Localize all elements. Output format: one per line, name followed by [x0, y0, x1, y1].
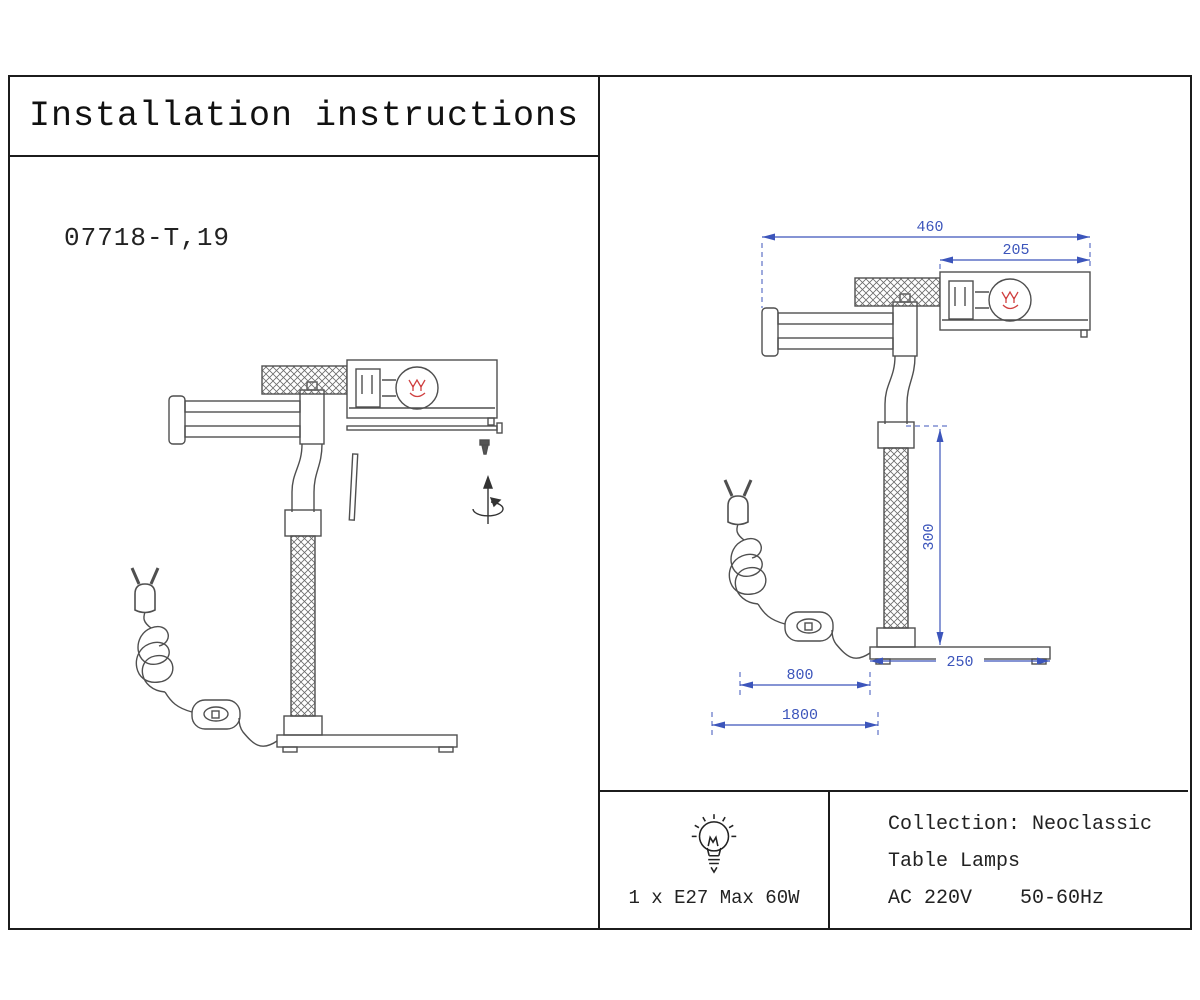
- dimensions-layer: 460 205 300 250: [711, 219, 1091, 739]
- rod-end-cap: [496, 422, 503, 434]
- spec-text-cell: Collection: Neoclassic Table Lamps AC 22…: [830, 792, 1188, 928]
- lamp-illustration: [723, 270, 1092, 666]
- dimension-label: 1800: [782, 707, 818, 724]
- threaded-rod: [348, 453, 359, 521]
- rotation-arrow-icon: [472, 474, 504, 524]
- dimension-cord-total: 1800: [711, 707, 879, 739]
- lamp-drawing-dimensioned: 460 205 300 250: [711, 219, 1092, 739]
- model-number: 07718-T,19: [64, 223, 231, 253]
- light-bulb-icon: [691, 814, 737, 874]
- dimension-label: 250: [946, 654, 973, 671]
- dimension-label: 460: [916, 219, 943, 236]
- screw-icon: [479, 439, 490, 455]
- dimension-label: 800: [786, 667, 813, 684]
- title-box: Installation instructions: [10, 77, 598, 157]
- dimension-column-height: 300: [906, 425, 947, 645]
- lamp-drawing-exploded: [130, 358, 504, 754]
- dimension-label: 205: [1002, 242, 1029, 259]
- page-title: Installation instructions: [28, 96, 580, 136]
- lamp-illustration: [130, 358, 499, 754]
- left-panel: Installation instructions 07718-T,19: [8, 75, 600, 930]
- support-rod: [346, 425, 498, 431]
- dimension-shade-width: 205: [939, 242, 1090, 270]
- exploded-parts: [346, 422, 504, 524]
- bulb-spec-cell: 1 x E27 Max 60W: [600, 792, 830, 928]
- spec-power: AC 220V 50-60Hz: [888, 887, 1105, 910]
- dimension-label: 300: [921, 523, 938, 550]
- right-panel: 460 205 300 250: [600, 75, 1192, 930]
- bulb-spec-label: 1 x E27 Max 60W: [628, 887, 800, 909]
- spec-collection: Collection: Neoclassic: [888, 813, 1153, 836]
- spec-category: Table Lamps: [888, 850, 1021, 873]
- dimension-cord-segment: 800: [739, 667, 871, 699]
- dimension-base-width: 250: [870, 651, 1050, 671]
- dimension-overall-width: 460: [761, 219, 1091, 308]
- spec-section: 1 x E27 Max 60W Collection: Neoclassic T…: [600, 790, 1188, 928]
